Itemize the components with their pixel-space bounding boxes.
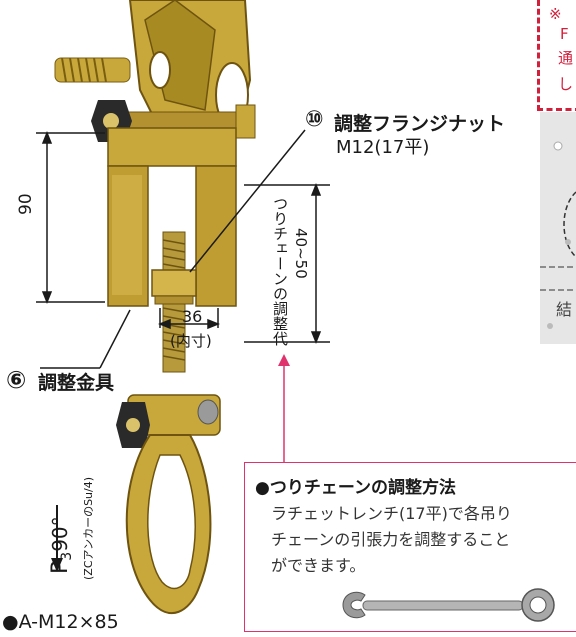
threaded-rod xyxy=(151,231,197,373)
adjustment-bracket xyxy=(107,127,237,307)
info-leader-line xyxy=(278,354,290,462)
load-label: P390° xyxy=(48,516,75,574)
info-line-2: チェーンの引張力を調整すること xyxy=(271,530,511,549)
part10-name: 調整フランジナット xyxy=(334,113,506,135)
info-line-3: ができます。 xyxy=(271,556,366,575)
dim-height: 90 xyxy=(16,193,36,215)
info-line-1: ラチェットレンチ(17平)で各吊り xyxy=(271,504,512,523)
note-symbol: ※ xyxy=(549,5,562,23)
load-note: (ZCアンカーのSu/4) xyxy=(82,476,95,580)
load-prefix: P xyxy=(48,560,73,574)
dim-width: 36 xyxy=(182,307,203,326)
part6-number: ⑥ xyxy=(6,366,27,394)
load-subscript: 3 xyxy=(59,551,75,561)
chain-adjust-label: つりチェーンの調整代 xyxy=(271,196,289,346)
dim-width-note: (内寸) xyxy=(170,332,212,350)
note-line-2: F xyxy=(560,25,569,43)
part10-number: ⑩ xyxy=(305,107,324,132)
load-angle: 90° xyxy=(48,516,72,552)
info-title: ●つりチェーンの調整方法 xyxy=(255,478,456,498)
note-line-3: 通 xyxy=(558,49,574,67)
panel-label: 結 xyxy=(556,300,573,319)
chain-adjust-range: 40~50 xyxy=(292,228,310,279)
part6-name: 調整金具 xyxy=(38,372,115,394)
shackle xyxy=(116,394,221,614)
side-panel: 結 xyxy=(540,112,576,344)
red-note-box xyxy=(537,0,576,111)
force-arrow xyxy=(51,505,63,572)
ratchet-wrench-icon xyxy=(342,588,555,622)
note-line-4: し xyxy=(558,75,574,93)
dimension-lines xyxy=(36,129,330,369)
anchor-bolt xyxy=(54,57,131,83)
bolt-spec: ●A-M12×85 xyxy=(2,611,119,633)
info-box: ●つりチェーンの調整方法 ラチェットレンチ(17平)で各吊り チェーンの引張力を… xyxy=(244,462,576,632)
part10-spec: M12(17平) xyxy=(336,137,430,158)
